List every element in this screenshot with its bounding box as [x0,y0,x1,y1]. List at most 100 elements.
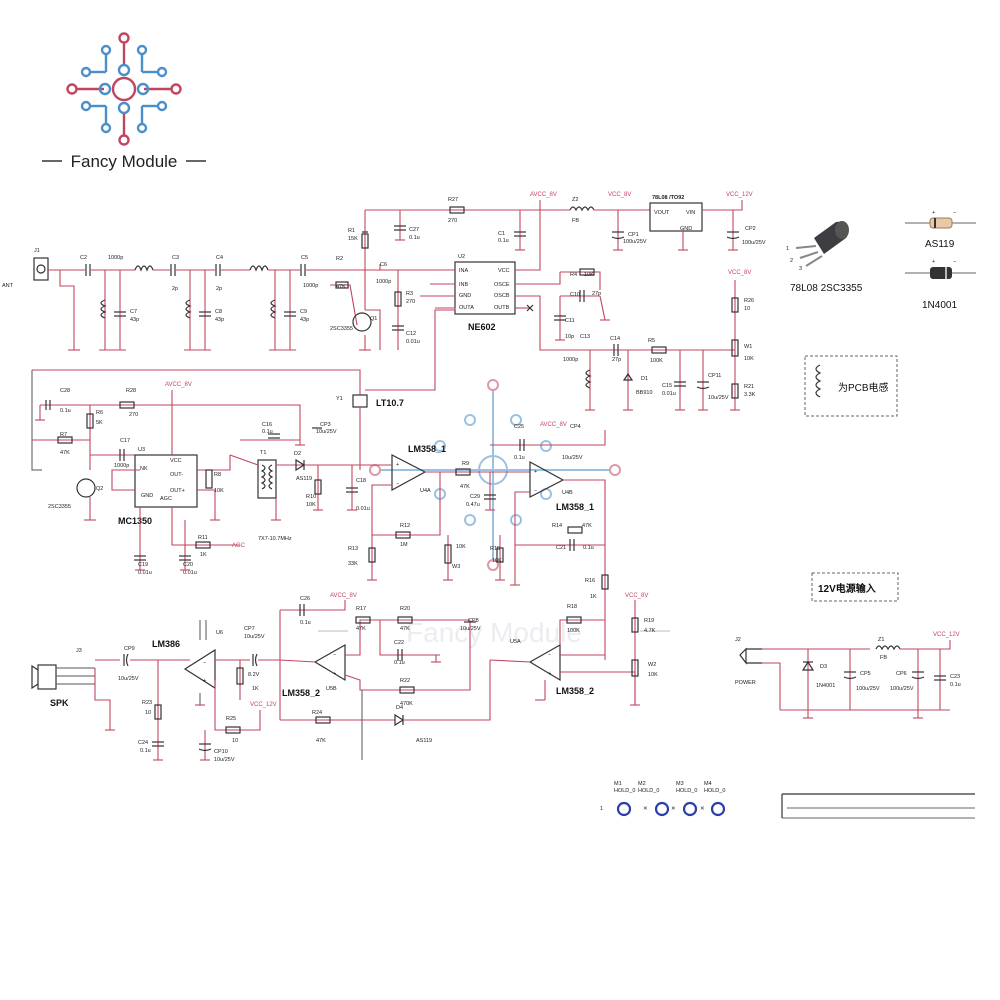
label-r26v: 10 [744,306,750,312]
label-r19: R19 [644,618,654,624]
label-c28v: 0.1u [60,408,71,414]
label-r20: R20 [400,606,410,612]
label-as119: AS119 [925,239,955,250]
label-pkg1: 78L08 2SC3355 [790,283,863,294]
pin-label: GND [141,493,153,499]
label-cp7v: 10u/25V [244,634,265,640]
label-c15: C15 [662,383,672,389]
label-z1v: FB [880,655,887,661]
label-r2v: 47K [336,284,346,290]
label-t1: T1 [260,450,266,456]
label-cp6v: 100u/25V [890,686,914,692]
label-c18v: 0.01u [356,506,370,512]
label-j1: J1 [34,248,40,254]
label-c16v: 0.1u [262,429,273,435]
label-d3v: 1N4001 [816,683,835,689]
label-c1: C1 [498,231,505,237]
label-u4a: U4A [420,488,431,494]
label-cp8: CP8 [468,618,479,624]
watermark: Fancy Module [318,379,670,648]
label-lm386: LM386 [152,639,180,649]
label-c29v: 0.47u [466,502,480,508]
label-cp9: CP9 [124,646,135,652]
label-r10v: 10K [306,502,316,508]
label-r25: R25 [226,716,236,722]
hole-m1: M1 HOLD_0 1 [600,781,635,817]
label-r27v: 270 [448,218,457,224]
label-w2: W2 [648,662,656,668]
label-cp8v: 10u/25V [460,626,481,632]
label-spk: SPK [50,698,69,708]
label-u4b: U4B [562,490,573,496]
label-c8: C8 [215,309,222,315]
label-avcc8v: AVCC_8V [540,422,567,428]
label-d4v: AS119 [416,738,432,744]
pin-label: 2 [790,258,793,264]
label-cp2v: 100u/25V [742,240,766,246]
label-cp2: CP2 [745,226,756,232]
label-c29: C29 [470,494,480,500]
label-lm358-2: LM358_2 [282,688,320,698]
label-vcc: VCC [498,268,510,274]
label-c24: C24 [138,740,148,746]
label-cp10v: 10u/25V [214,757,235,763]
label-pcb-ind: 为PCB电感 [838,381,889,394]
label-c21: C21 [556,545,566,551]
label-cp1: CP1 [628,232,639,238]
hole-m2: M2 HOLD_0 ✕ [638,781,670,817]
watermark-text: Fancy Module [406,617,582,648]
label-c18: C18 [356,478,366,484]
label-r19v: 4.7K [644,628,656,634]
label-c26: C26 [300,596,310,602]
pin-label: + [396,462,399,468]
label-r15v: 10K [492,558,502,564]
pin-label: ✕ [671,806,676,812]
label-m3: M3 [676,781,684,787]
label-d4: D4 [396,705,403,711]
pin-label: + [932,259,935,265]
pin-label: − [203,660,206,666]
label-r3v: 270 [406,299,415,305]
label-c3v: 2p [172,286,178,292]
label-u3: U3 [138,447,145,453]
label-r8v: 10K [214,488,224,494]
label-r11: R11 [198,535,208,541]
label-r9: R9 [462,461,469,467]
label-gnd: GND [459,293,471,299]
label-c19v: 0.01u [138,570,152,576]
label-r16: R16 [585,578,595,584]
pin-label: ✕ [643,806,648,812]
label-cp10: CP10 [214,749,228,755]
label-q1v: 2SC3355 [330,326,353,332]
pin-label: − [333,652,336,658]
label-r21: R21 [744,384,754,390]
label-c28: C28 [60,388,70,394]
label-j2: J2 [735,637,741,643]
pin-label: + [932,210,935,216]
label-d1v: BB910 [636,390,653,396]
label-m1: M1 [614,781,622,787]
label-u5a: U5A [510,639,521,645]
label-c13v: 1000p [563,357,578,363]
label-vcc8v: VCC_8V [608,192,631,198]
pin-label: − [396,481,399,487]
label-cp11v: 10u/25V [708,395,729,401]
label-c22v: 0.1u [394,660,405,666]
label-c26v: 0.1u [300,620,311,626]
label-w3: W3 [452,564,460,570]
label-lm358-1: LM358_1 [408,444,446,454]
pin-label: 1 [600,806,603,812]
pin-label: OUT- [170,472,183,478]
label-vcc12v: VCC_12V [250,702,277,708]
label-d2: D2 [294,451,301,457]
label-c14: C14 [610,336,620,342]
label-w2v: 10K [648,672,658,678]
label-c27: C27 [409,227,419,233]
label-power: POWER [735,680,756,686]
label-c14v: 27p [612,357,621,363]
label-w1: W1 [744,344,752,350]
label-t1v: 7X7-10.7MHz [258,536,292,542]
label-c5v: 1000p [303,283,318,289]
label-d1: D1 [641,376,648,382]
